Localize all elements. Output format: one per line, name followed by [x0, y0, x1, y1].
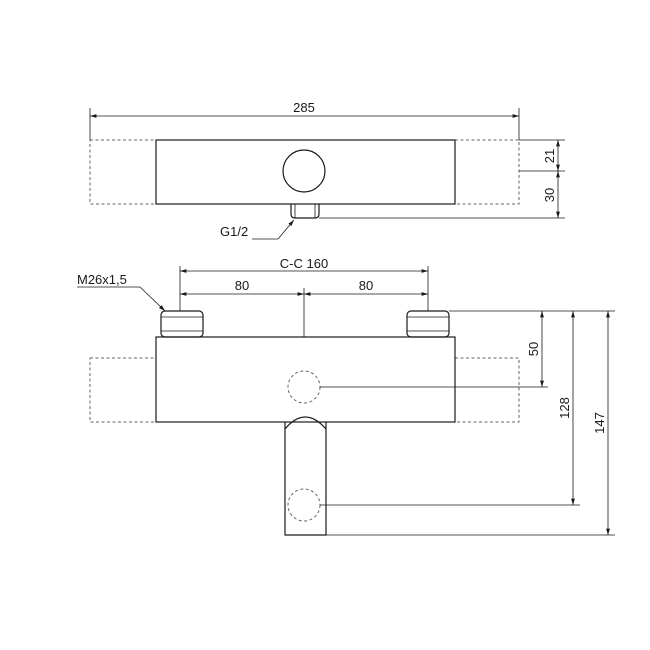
- top-view-left-extension: [89, 139, 157, 205]
- front-view-right-extension: [454, 357, 520, 423]
- front-view-body: [155, 336, 456, 423]
- m26-leader-arrow: [139, 286, 166, 312]
- dim-80-right-label: 80: [359, 278, 373, 293]
- dim-147-label: 147: [592, 412, 607, 434]
- top-view-body: [155, 139, 456, 205]
- dim-285-label: 285: [293, 100, 315, 115]
- spout-outlet-hidden: [287, 488, 321, 522]
- top-view-inlet: [290, 204, 320, 219]
- top-view-knob: [282, 149, 326, 193]
- top-view: 285 21 30 G1/2: [89, 100, 565, 240]
- left-connection-nut: [160, 310, 204, 338]
- front-view: C-C 160 80 80 M26x1,5 50 128 147: [77, 256, 615, 536]
- top-view-right-extension: [454, 139, 520, 205]
- dim-50-label: 50: [526, 342, 541, 356]
- g12-label: G1/2: [220, 224, 248, 239]
- dim-21-label: 21: [542, 149, 557, 163]
- dim-80-left-label: 80: [235, 278, 249, 293]
- right-connection-nut: [406, 310, 450, 338]
- front-view-left-extension: [89, 357, 157, 423]
- m26-label: M26x1,5: [77, 272, 127, 287]
- dim-128-label: 128: [557, 397, 572, 419]
- front-view-control-hidden: [287, 370, 321, 404]
- dim-cc-label: C-C 160: [280, 256, 328, 271]
- g12-leader-arrow: [277, 219, 295, 240]
- spout: [284, 416, 327, 536]
- dim-30-label: 30: [542, 188, 557, 202]
